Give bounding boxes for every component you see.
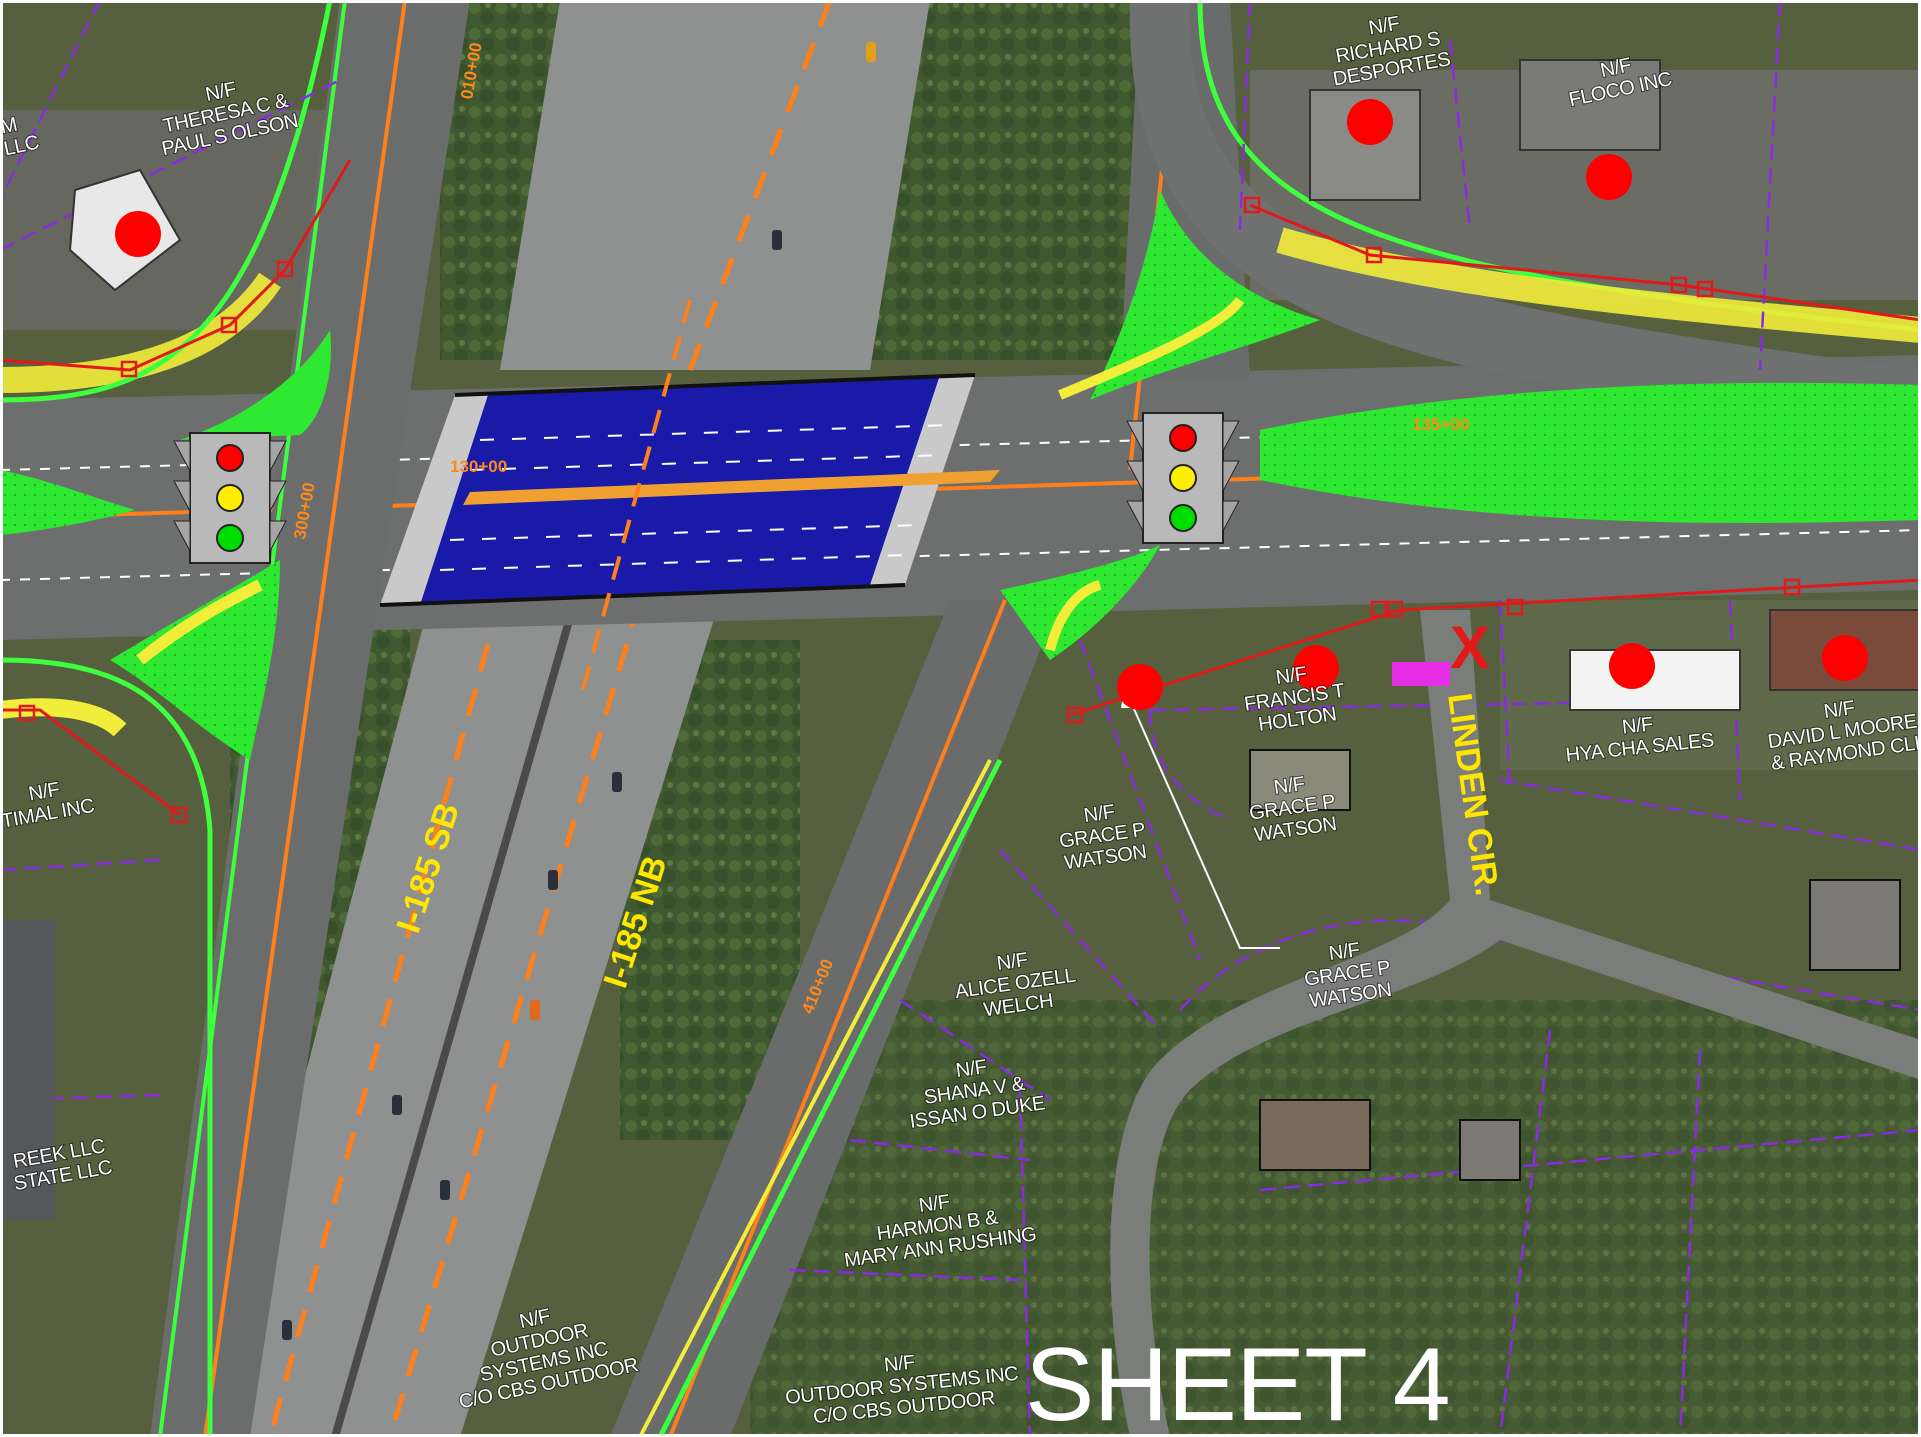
- east-road-south-centerline: [668, 599, 1007, 1437]
- acquisition-dots: [115, 99, 1868, 710]
- interstate-north: [500, 0, 930, 370]
- acquisition-dot-a4: [1117, 664, 1163, 710]
- interstate-centerline-north: [687, 0, 833, 371]
- parcel-label-p17: REEK LLCSTATE LLC: [8, 1135, 113, 1196]
- closure-block: [1392, 662, 1450, 686]
- acquisition-dot-a5: [1293, 645, 1339, 691]
- station-label-3: 135+00: [1412, 415, 1469, 434]
- signal-east-lamp-2: [1169, 504, 1197, 532]
- northwest-edge: [0, 0, 333, 403]
- linden-circle-road: [1110, 610, 1921, 1437]
- acquisition-dot-a3: [1586, 154, 1632, 200]
- leader-line: [1129, 699, 1280, 949]
- traffic-signals: [173, 412, 1240, 564]
- median-islands: [0, 190, 1921, 760]
- signal-west-lamp-1: [216, 484, 244, 512]
- interstate-centerline-sb: [267, 599, 503, 1437]
- east-road-south-sidewalk: [638, 759, 992, 1437]
- parcel-label-line: N/F: [883, 1351, 916, 1376]
- parcel-label-p2: N/FRICHARD SDESPORTES: [1324, 5, 1452, 91]
- bridge-centerline: [578, 299, 692, 701]
- signal-east-icon: [1126, 412, 1240, 544]
- southwest-road-edge: [0, 657, 213, 1437]
- bridge-median: [463, 470, 1000, 505]
- signal-west-icon: [173, 432, 287, 564]
- parcel-label-line: N/F: [1327, 939, 1361, 965]
- parcel-label-line: N/F: [995, 949, 1029, 975]
- parcel-label-line: M: [0, 114, 19, 139]
- parcel-label-line: N/F: [917, 1191, 951, 1217]
- signal-east-lamp-1: [1169, 464, 1197, 492]
- acquisition-dot-a2: [1347, 99, 1393, 145]
- parcel-label-line: N/F: [1272, 773, 1306, 799]
- parcel-label-p10: N/FGRACE PWATSON: [1300, 935, 1395, 1012]
- acquisition-dot-a6: [1609, 643, 1655, 689]
- right-of-way-markers: [18, 196, 1801, 824]
- parcel-label-line: N/F: [1367, 13, 1401, 40]
- acquisition-dot-a7: [1822, 635, 1868, 681]
- bridge-lane-markings: [439, 424, 951, 571]
- southwest-sidewalk: [0, 698, 127, 737]
- east-road-south-edge: [657, 758, 1003, 1437]
- west-road: [150, 0, 470, 1437]
- interstate-south: [210, 600, 720, 1437]
- northeast-sidewalk: [1276, 227, 1921, 343]
- station-label-2: 130+00: [450, 457, 507, 476]
- parcel-label-line: N/F: [1621, 713, 1654, 738]
- bridge-deck-edge-n: [454, 373, 976, 397]
- west-road-centerline: [203, 0, 407, 1437]
- vegetation-south: [750, 1000, 1921, 1437]
- interstate-centerline-nb: [387, 599, 643, 1437]
- acquisition-dot-a1: [115, 211, 161, 257]
- east-road-south: [610, 600, 1060, 1437]
- bridge-deck-edge-s: [379, 583, 906, 607]
- parcel-label-line: N/F: [1082, 801, 1116, 827]
- right-of-way-lines: [0, 159, 1921, 817]
- parcel-label-line: N/F: [1822, 697, 1856, 723]
- interstate-barrier: [331, 598, 579, 1437]
- signal-west-lamp-2: [216, 524, 244, 552]
- signal-west-lamp-0: [216, 444, 244, 472]
- signal-east-lamp-0: [1169, 424, 1197, 452]
- closure-x-marker: X: [1450, 614, 1490, 681]
- sheet-title: SHEET 4: [1025, 1327, 1450, 1437]
- parcel-label-line: N/F: [1274, 663, 1308, 689]
- vehicles: [282, 42, 876, 1340]
- parcel-label-line: N/F: [954, 1056, 988, 1082]
